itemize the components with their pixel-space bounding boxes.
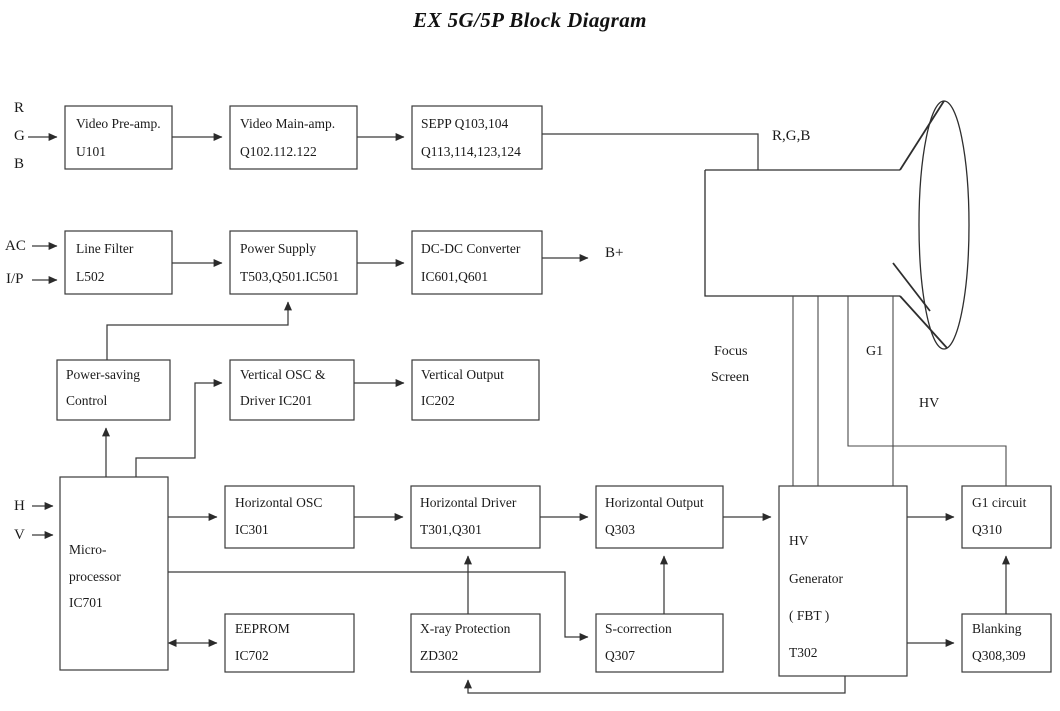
block-g1-circuit bbox=[961, 485, 1052, 549]
block-hv-generator bbox=[778, 485, 908, 677]
signal-label-v: V bbox=[14, 527, 25, 543]
label-line-filter-line1: Line Filter bbox=[76, 241, 134, 256]
signal-label-g: G bbox=[14, 128, 25, 144]
block-dcdc-converter bbox=[411, 230, 543, 295]
label-microprocessor-line3: IC701 bbox=[69, 595, 103, 610]
page-title: EX 5G/5P Block Diagram bbox=[413, 8, 647, 32]
crt-screen-face bbox=[918, 100, 970, 350]
block-eeprom bbox=[224, 613, 355, 673]
label-microprocessor-line1: Micro- bbox=[69, 542, 107, 557]
block-xray-protection bbox=[410, 613, 541, 673]
label-hv-generator-line4: T302 bbox=[789, 645, 818, 660]
label-g1-circuit-line1: G1 circuit bbox=[972, 495, 1027, 510]
signal-label-ac: AC bbox=[5, 238, 26, 254]
label-dcdc-converter-line1: DC-DC Converter bbox=[421, 241, 521, 256]
block-vertical-output bbox=[411, 359, 540, 421]
block-video-mainamp bbox=[229, 105, 358, 170]
block-s-correction bbox=[595, 613, 724, 673]
wire-micro-to-vosc bbox=[135, 379, 223, 477]
wire-hv-feedback-to-xray bbox=[464, 676, 846, 694]
block-blanking bbox=[961, 613, 1052, 673]
label-vertical-osc-line1: Vertical OSC & bbox=[240, 367, 326, 382]
crt-funnel-upper bbox=[899, 100, 945, 171]
label-horizontal-driver-line2: T301,Q301 bbox=[420, 522, 482, 537]
crt-funnel-lower bbox=[899, 295, 948, 349]
crt-neck-body bbox=[704, 169, 900, 297]
label-power-saving-line2: Control bbox=[66, 393, 108, 408]
label-vertical-osc-line2: Driver IC201 bbox=[240, 393, 313, 408]
block-horizontal-output bbox=[595, 485, 724, 549]
block-horizontal-osc bbox=[224, 485, 355, 549]
block-video-preamp bbox=[64, 105, 173, 170]
label-video-mainamp-line1: Video Main-amp. bbox=[240, 116, 336, 131]
label-xray-protection-line2: ZD302 bbox=[420, 648, 459, 663]
crt-label-focus: Focus bbox=[714, 344, 748, 359]
label-video-mainamp-line2: Q102.112.122 bbox=[240, 144, 317, 159]
block-vertical-osc bbox=[229, 359, 355, 421]
signal-label-b-plus: B+ bbox=[605, 245, 624, 261]
label-horizontal-output-line2: Q303 bbox=[605, 522, 635, 537]
label-power-supply-line2: T503,Q501.IC501 bbox=[240, 269, 339, 284]
label-s-correction-line1: S-correction bbox=[605, 621, 672, 636]
label-horizontal-driver-line1: Horizontal Driver bbox=[420, 495, 517, 510]
block-power-saving bbox=[56, 359, 171, 421]
signal-label-rgb-out: R,G,B bbox=[772, 128, 811, 144]
label-line-filter-line2: L502 bbox=[76, 269, 105, 284]
label-power-saving-line1: Power-saving bbox=[66, 367, 140, 382]
label-microprocessor-line2: processor bbox=[69, 569, 121, 584]
wire-crt-g1 bbox=[847, 296, 1007, 486]
label-blanking-line1: Blanking bbox=[972, 621, 1022, 636]
wire-micro-to-scorrection bbox=[168, 571, 589, 641]
block-horizontal-driver bbox=[410, 485, 541, 549]
label-g1-circuit-line2: Q310 bbox=[972, 522, 1002, 537]
label-dcdc-converter-line2: IC601,Q601 bbox=[421, 269, 489, 284]
label-power-supply-line1: Power Supply bbox=[240, 241, 317, 256]
block-microprocessor bbox=[59, 476, 169, 671]
signal-label-h: H bbox=[14, 498, 25, 514]
label-hv-generator-line2: Generator bbox=[789, 571, 843, 586]
crt-label-hv: HV bbox=[919, 396, 940, 411]
label-horizontal-osc-line2: IC301 bbox=[235, 522, 269, 537]
wire-sepp-to-crt bbox=[542, 133, 759, 170]
label-sepp-line1: SEPP Q103,104 bbox=[421, 116, 509, 131]
label-video-preamp-line2: U101 bbox=[76, 144, 106, 159]
label-horizontal-osc-line1: Horizontal OSC bbox=[235, 495, 323, 510]
signal-label-b: B bbox=[14, 156, 25, 172]
signal-label-r: R bbox=[14, 100, 25, 116]
label-hv-generator-line3: ( FBT ) bbox=[789, 608, 830, 623]
label-vertical-output-line2: IC202 bbox=[421, 393, 455, 408]
label-blanking-line2: Q308,309 bbox=[972, 648, 1026, 663]
crt-label-screen: Screen bbox=[711, 370, 750, 385]
label-xray-protection-line1: X-ray Protection bbox=[420, 621, 511, 636]
crt-funnel-lower-mark bbox=[892, 262, 931, 312]
block-sepp bbox=[411, 105, 543, 170]
label-s-correction-line2: Q307 bbox=[605, 648, 635, 663]
label-hv-generator-line1: HV bbox=[789, 533, 809, 548]
block-line-filter bbox=[64, 230, 173, 295]
crt-label-g1: G1 bbox=[866, 344, 884, 359]
label-eeprom-line2: IC702 bbox=[235, 648, 269, 663]
label-sepp-line2: Q113,114,123,124 bbox=[421, 144, 521, 159]
block-power-supply bbox=[229, 230, 358, 295]
label-vertical-output-line1: Vertical Output bbox=[421, 367, 504, 382]
signal-label-ip: I/P bbox=[6, 271, 24, 287]
label-horizontal-output-line1: Horizontal Output bbox=[605, 495, 704, 510]
label-eeprom-line1: EEPROM bbox=[235, 621, 290, 636]
wire-powersaving-to-psu bbox=[106, 301, 292, 360]
label-video-preamp-line1: Video Pre-amp. bbox=[76, 116, 161, 131]
